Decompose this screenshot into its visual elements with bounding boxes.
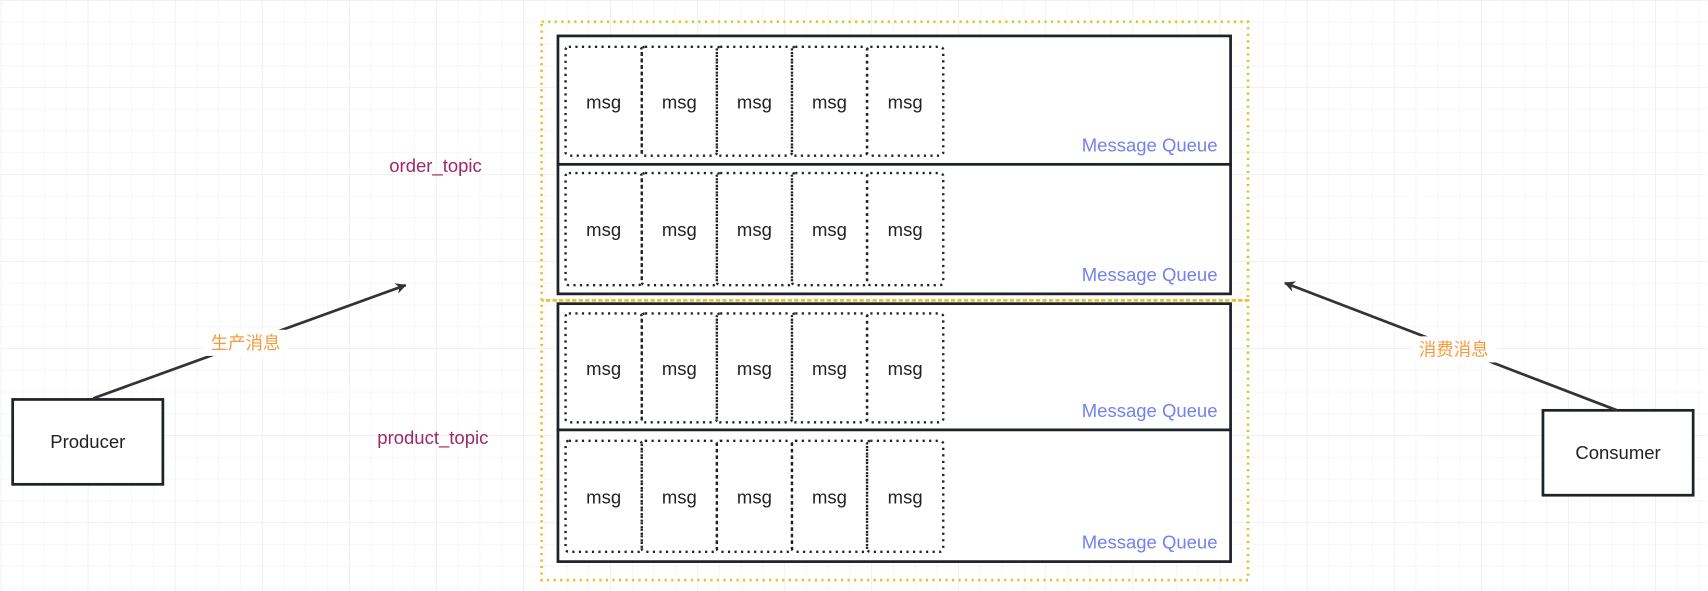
message-cell bbox=[790, 439, 869, 554]
message-cell bbox=[865, 45, 945, 157]
message-label: msg bbox=[812, 219, 847, 240]
message-label: msg bbox=[888, 91, 923, 112]
message-cell bbox=[564, 45, 643, 157]
queue-label: Message Queue bbox=[1082, 134, 1218, 155]
message-cell bbox=[865, 171, 945, 287]
message-cell bbox=[715, 312, 794, 424]
message-cell bbox=[865, 312, 945, 424]
message-label: msg bbox=[888, 358, 923, 379]
message-label: msg bbox=[662, 91, 697, 112]
message-label: msg bbox=[812, 486, 847, 507]
message-label: msg bbox=[662, 219, 697, 240]
message-cell bbox=[715, 171, 794, 287]
message-label: msg bbox=[812, 358, 847, 379]
message-label: msg bbox=[737, 358, 772, 379]
message-cell bbox=[564, 171, 643, 287]
message-cell bbox=[640, 171, 719, 287]
producer-node[interactable]: Producer bbox=[11, 398, 165, 486]
message-label: msg bbox=[586, 358, 621, 379]
message-label: msg bbox=[737, 91, 772, 112]
topic-border bbox=[540, 299, 1250, 582]
topic-label: order_topic bbox=[389, 155, 482, 177]
queue-border bbox=[556, 428, 1232, 563]
queue-label: Message Queue bbox=[1082, 532, 1218, 553]
queue-border bbox=[556, 34, 1232, 166]
message-cell bbox=[564, 439, 643, 554]
message-cell bbox=[715, 45, 794, 157]
message-label: msg bbox=[662, 486, 697, 507]
message-cell bbox=[564, 312, 643, 424]
consumer-label: Consumer bbox=[1575, 442, 1660, 463]
message-label: msg bbox=[586, 486, 621, 507]
message-label: msg bbox=[662, 358, 697, 379]
message-label: msg bbox=[586, 219, 621, 240]
queue-border bbox=[556, 162, 1232, 296]
producer-label: Producer bbox=[50, 431, 125, 452]
message-label: msg bbox=[737, 486, 772, 507]
message-cell bbox=[865, 439, 945, 554]
queue-label: Message Queue bbox=[1082, 400, 1218, 421]
consumer-node[interactable]: Consumer bbox=[1541, 408, 1695, 497]
queue-label: Message Queue bbox=[1082, 264, 1218, 285]
message-label: msg bbox=[737, 219, 772, 240]
message-label: msg bbox=[812, 91, 847, 112]
consume-label: 消费消息 bbox=[1419, 340, 1489, 360]
produce-label: 生产消息 bbox=[211, 334, 281, 354]
message-label: msg bbox=[888, 219, 923, 240]
message-cell bbox=[640, 312, 719, 424]
message-cell bbox=[640, 45, 719, 157]
message-label: msg bbox=[888, 486, 923, 507]
message-label: msg bbox=[586, 91, 621, 112]
topic-label: product_topic bbox=[377, 427, 488, 449]
message-cell bbox=[790, 171, 869, 287]
topic-border bbox=[540, 20, 1250, 302]
